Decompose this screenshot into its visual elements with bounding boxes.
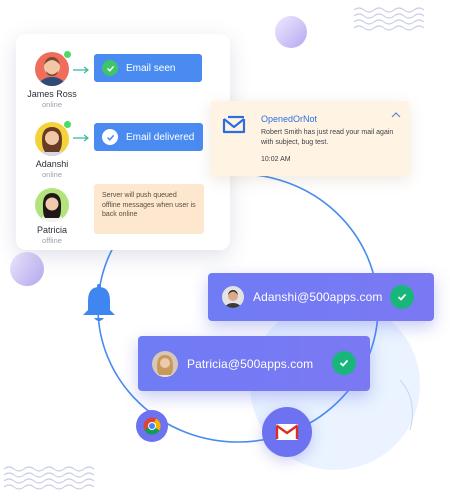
avatar <box>222 286 244 308</box>
decor-bubble-left <box>10 252 44 286</box>
chrome-icon-badge <box>136 410 168 442</box>
arrow-right-icon <box>73 66 89 74</box>
user-adanshi: Adanshi online <box>16 120 88 179</box>
check-circle-icon <box>390 285 414 309</box>
online-indicator <box>63 120 72 129</box>
avatar <box>35 50 72 86</box>
user-status-card: James Ross online Email seen <box>16 34 230 250</box>
notification-title: OpenedOrNot <box>261 114 318 124</box>
email-delivered-label: Email delivered <box>126 131 195 143</box>
offline-queue-note: Server will push queued offline messages… <box>94 184 204 234</box>
avatar <box>35 188 69 222</box>
user-name: James Ross <box>27 89 77 99</box>
online-indicator <box>63 50 72 59</box>
chevron-up-icon[interactable] <box>391 111 401 119</box>
check-circle-icon <box>332 351 356 375</box>
check-icon <box>102 60 118 76</box>
decor-waves-top <box>352 6 432 36</box>
notification-body: Robert Smith has just read your mail aga… <box>261 129 394 146</box>
check-icon <box>102 129 118 145</box>
decor-waves-bottom <box>2 464 102 496</box>
bell-icon <box>83 284 115 321</box>
user-james-ross: James Ross online <box>16 50 88 109</box>
decor-bubble-top <box>275 16 307 48</box>
email-pill-patricia: Patricia@500apps.com <box>138 336 370 391</box>
mail-icon <box>222 115 246 134</box>
user-patricia: Patricia offline <box>16 188 88 245</box>
notification-time: 10:02 AM <box>261 156 291 163</box>
avatar <box>152 350 178 377</box>
email-address: Patricia@500apps.com <box>187 356 314 371</box>
email-address: Adanshi@500apps.com <box>253 290 383 304</box>
user-status: online <box>41 170 63 179</box>
chrome-icon <box>143 417 161 435</box>
avatar <box>35 120 72 156</box>
gmail-icon <box>275 424 299 440</box>
user-status: online <box>41 100 63 109</box>
user-status: offline <box>42 236 62 245</box>
user-name: Adanshi <box>35 159 69 169</box>
email-delivered-pill: Email delivered <box>94 123 203 151</box>
email-seen-label: Email seen <box>126 62 176 74</box>
email-seen-pill: Email seen <box>94 54 202 82</box>
gmail-icon-badge <box>262 407 312 457</box>
email-pill-adanshi: Adanshi@500apps.com <box>208 273 434 321</box>
notification-card: OpenedOrNot Robert Smith has just read y… <box>211 101 409 176</box>
arrow-right-icon <box>73 134 89 142</box>
user-name: Patricia <box>36 225 67 235</box>
